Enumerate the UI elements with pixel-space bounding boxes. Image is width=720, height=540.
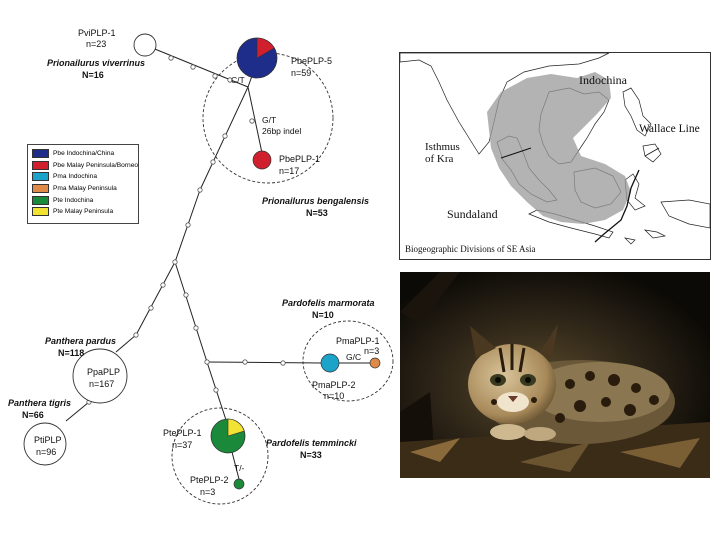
se-asia-map: Indochina Isthmus of Kra Wallace Line Su… bbox=[399, 52, 711, 260]
mutation-t-label: T/- bbox=[234, 463, 245, 473]
wallace-pointer bbox=[644, 147, 660, 157]
legend-label: Pbe Malay Peninsula/Borneo bbox=[53, 161, 139, 169]
ptiplp-count: n=96 bbox=[36, 447, 56, 457]
pbeplp-1-count: n=17 bbox=[279, 166, 299, 176]
temmincki-species-label: Pardofelis temmincki bbox=[266, 438, 357, 448]
sundaland-label: Sundaland bbox=[447, 207, 498, 221]
ppaplp-label: PpaPLP bbox=[87, 367, 120, 377]
tigris-count-label: N=66 bbox=[22, 410, 44, 420]
pbeplp-5-node bbox=[236, 37, 278, 79]
marmorata-group-ellipse bbox=[302, 320, 394, 402]
pteplp-1-node bbox=[210, 418, 246, 454]
pteplp-2-label: PtePLP-2 bbox=[190, 475, 229, 485]
mutation-ct-label: C/T bbox=[231, 75, 245, 85]
legend-label: Pma Malay Peninsula bbox=[53, 185, 117, 193]
leopard-cat-photo bbox=[400, 272, 710, 478]
legend-label: Pbe Indochina/China bbox=[53, 150, 115, 158]
mutation-indel-label: 26bp indel bbox=[262, 126, 301, 136]
viverrinus-species-label: Prionailurus viverrinus bbox=[47, 58, 145, 68]
ptiplp-node bbox=[23, 422, 67, 466]
marmorata-count-label: N=10 bbox=[312, 310, 334, 320]
legend-swatch bbox=[32, 207, 49, 217]
pteplp-2-node bbox=[233, 478, 245, 490]
bengalensis-count-label: N=53 bbox=[306, 208, 328, 218]
shaded-region bbox=[487, 72, 631, 224]
tigris-species-label: Panthera tigris bbox=[8, 398, 71, 408]
legend-item: Pma Indochina bbox=[32, 171, 134, 183]
isthmus-of-kra-line bbox=[500, 147, 532, 159]
legend-label: Pma Indochina bbox=[53, 173, 97, 181]
pardus-count-label: N=118 bbox=[58, 348, 84, 358]
ptiplp-label: PtiPLP bbox=[34, 435, 62, 445]
legend-swatch bbox=[32, 172, 49, 182]
legend-item: Pbe Indochina/China bbox=[32, 148, 134, 160]
pmaplp-2-label: PmaPLP-2 bbox=[312, 380, 356, 390]
wallace-line bbox=[594, 169, 640, 243]
ppaplp-count: n=167 bbox=[89, 379, 114, 389]
legend-item: Pbe Malay Peninsula/Borneo bbox=[32, 160, 138, 172]
haplotype-network: PviPLP-1 n=23 PbePLP-5 n=59 PbePLP-1 n=1… bbox=[8, 28, 394, 505]
pmaplp-2-count: n=10 bbox=[324, 391, 344, 401]
legend-item: Pma Malay Peninsula bbox=[32, 183, 134, 195]
pbeplp-5-label: PbePLP-5 bbox=[291, 56, 332, 66]
pbeplp-1-label: PbePLP-1 bbox=[279, 154, 320, 164]
pviplp-1-label: PviPLP-1 bbox=[78, 28, 116, 38]
legend-swatch bbox=[32, 184, 49, 194]
legend-swatch bbox=[32, 195, 49, 205]
pbeplp-5-count: n=59 bbox=[291, 68, 311, 78]
network-edges bbox=[65, 44, 370, 480]
legend-swatch bbox=[32, 149, 49, 159]
median-vectors bbox=[86, 55, 286, 405]
temmincki-group-circle bbox=[171, 407, 269, 505]
isthmus-kra-label-line1: Isthmus bbox=[425, 141, 460, 153]
pmaplp-2-node bbox=[320, 353, 340, 373]
indochina-label: Indochina bbox=[579, 73, 628, 87]
temmincki-count-label: N=33 bbox=[300, 450, 322, 460]
pviplp-1-node bbox=[133, 33, 157, 57]
pviplp-1-count: n=23 bbox=[86, 39, 106, 49]
legend-item: Pte Indochina bbox=[32, 194, 134, 206]
pteplp-1-count: n=37 bbox=[172, 440, 192, 450]
mutation-gt-label: G/T bbox=[262, 115, 276, 125]
isthmus-kra-label-line2: of Kra bbox=[425, 153, 454, 165]
legend-item: Pte Malay Peninsula bbox=[32, 206, 134, 218]
pteplp-1-label: PtePLP-1 bbox=[163, 428, 202, 438]
pmaplp-1-label: PmaPLP-1 bbox=[336, 336, 380, 346]
wallace-line-label: Wallace Line bbox=[639, 123, 700, 135]
marmorata-species-label: Pardofelis marmorata bbox=[282, 298, 375, 308]
pbeplp-1-node bbox=[252, 150, 272, 170]
pardus-species-label: Panthera pardus bbox=[45, 336, 116, 346]
pteplp-2-count: n=3 bbox=[200, 487, 215, 497]
legend-label: Pte Malay Peninsula bbox=[53, 208, 114, 216]
pmaplp-1-count: n=3 bbox=[364, 346, 379, 356]
mutation-gc-label: G/C bbox=[346, 352, 361, 362]
map-caption: Biogeographic Divisions of SE Asia bbox=[405, 244, 536, 254]
ppaplp-node bbox=[72, 348, 128, 404]
legend-label: Pte Indochina bbox=[53, 196, 94, 204]
viverrinus-count-label: N=16 bbox=[82, 70, 104, 80]
legend-swatch bbox=[32, 160, 49, 170]
pmaplp-1-node bbox=[369, 357, 381, 369]
bengalensis-species-label: Prionailurus bengalensis bbox=[262, 196, 369, 206]
